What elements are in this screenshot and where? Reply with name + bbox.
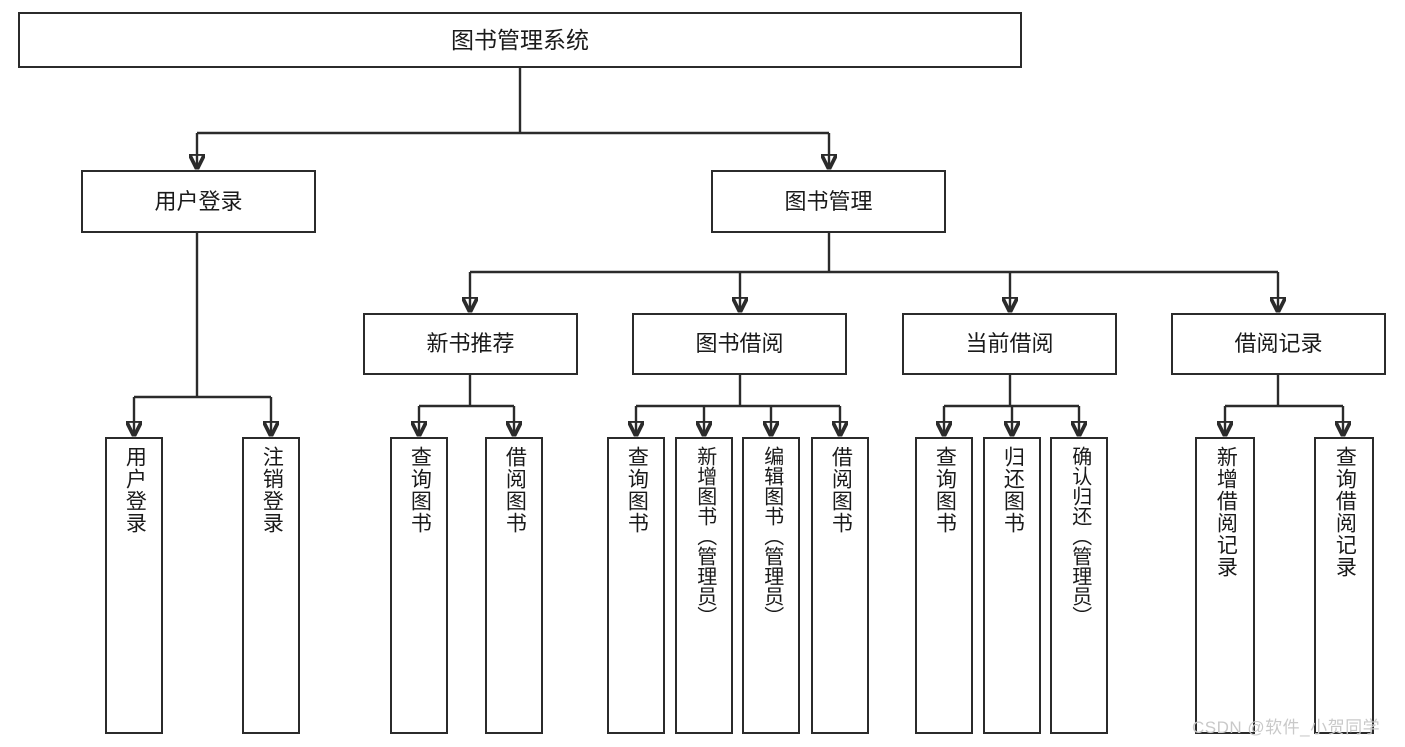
node-user-login[interactable]: 用户登录 — [81, 170, 316, 233]
node-root-system[interactable]: 图书管理系统 — [18, 12, 1022, 68]
node-label: 查询借阅记录 — [1333, 446, 1357, 578]
node-label: 查询图书 — [933, 446, 957, 534]
node-label: 归还图书 — [1001, 446, 1025, 534]
node-leaf-edit-book-admin[interactable]: 编辑图书（管理员） — [742, 437, 800, 734]
node-label: 图书管理 — [784, 188, 873, 214]
node-label: 用户登录 — [154, 188, 243, 214]
node-label: 借阅记录 — [1234, 331, 1323, 357]
node-leaf-add-book-admin[interactable]: 新增图书（管理员） — [675, 437, 733, 734]
node-label: 确认归还（管理员） — [1068, 446, 1091, 626]
node-leaf-confirm-return-admin[interactable]: 确认归还（管理员） — [1050, 437, 1108, 734]
node-book-management[interactable]: 图书管理 — [711, 170, 946, 233]
node-label: 查询图书 — [625, 446, 649, 534]
node-leaf-query-book-recommend[interactable]: 查询图书 — [390, 437, 448, 734]
node-book-borrow[interactable]: 图书借阅 — [632, 313, 847, 375]
node-label: 新书推荐 — [426, 331, 515, 357]
node-label: 编辑图书（管理员） — [760, 446, 783, 626]
node-label: 当前借阅 — [965, 331, 1054, 357]
node-label: 图书借阅 — [695, 331, 784, 357]
node-label: 图书管理系统 — [451, 26, 589, 53]
node-leaf-user-login[interactable]: 用户登录 — [105, 437, 163, 734]
csdn-watermark: CSDN @软件_小贺同学 — [1192, 718, 1381, 737]
node-label: 借阅图书 — [829, 446, 853, 534]
node-new-book-recommend[interactable]: 新书推荐 — [363, 313, 578, 375]
node-borrow-record[interactable]: 借阅记录 — [1171, 313, 1386, 375]
node-label: 注销登录 — [260, 446, 284, 534]
node-label: 新增借阅记录 — [1214, 446, 1238, 578]
node-leaf-add-borrow-record[interactable]: 新增借阅记录 — [1195, 437, 1255, 734]
node-leaf-borrow-book-recommend[interactable]: 借阅图书 — [485, 437, 543, 734]
node-leaf-query-borrow-record[interactable]: 查询借阅记录 — [1314, 437, 1374, 734]
node-leaf-logout[interactable]: 注销登录 — [242, 437, 300, 734]
node-leaf-return-book[interactable]: 归还图书 — [983, 437, 1041, 734]
node-label: 查询图书 — [408, 446, 432, 534]
node-leaf-borrow-book[interactable]: 借阅图书 — [811, 437, 869, 734]
node-leaf-query-book-borrow[interactable]: 查询图书 — [607, 437, 665, 734]
node-label: 借阅图书 — [503, 446, 527, 534]
node-label: 用户登录 — [123, 446, 147, 534]
node-current-borrow[interactable]: 当前借阅 — [902, 313, 1117, 375]
node-label: 新增图书（管理员） — [693, 446, 716, 626]
node-leaf-query-book-current[interactable]: 查询图书 — [915, 437, 973, 734]
